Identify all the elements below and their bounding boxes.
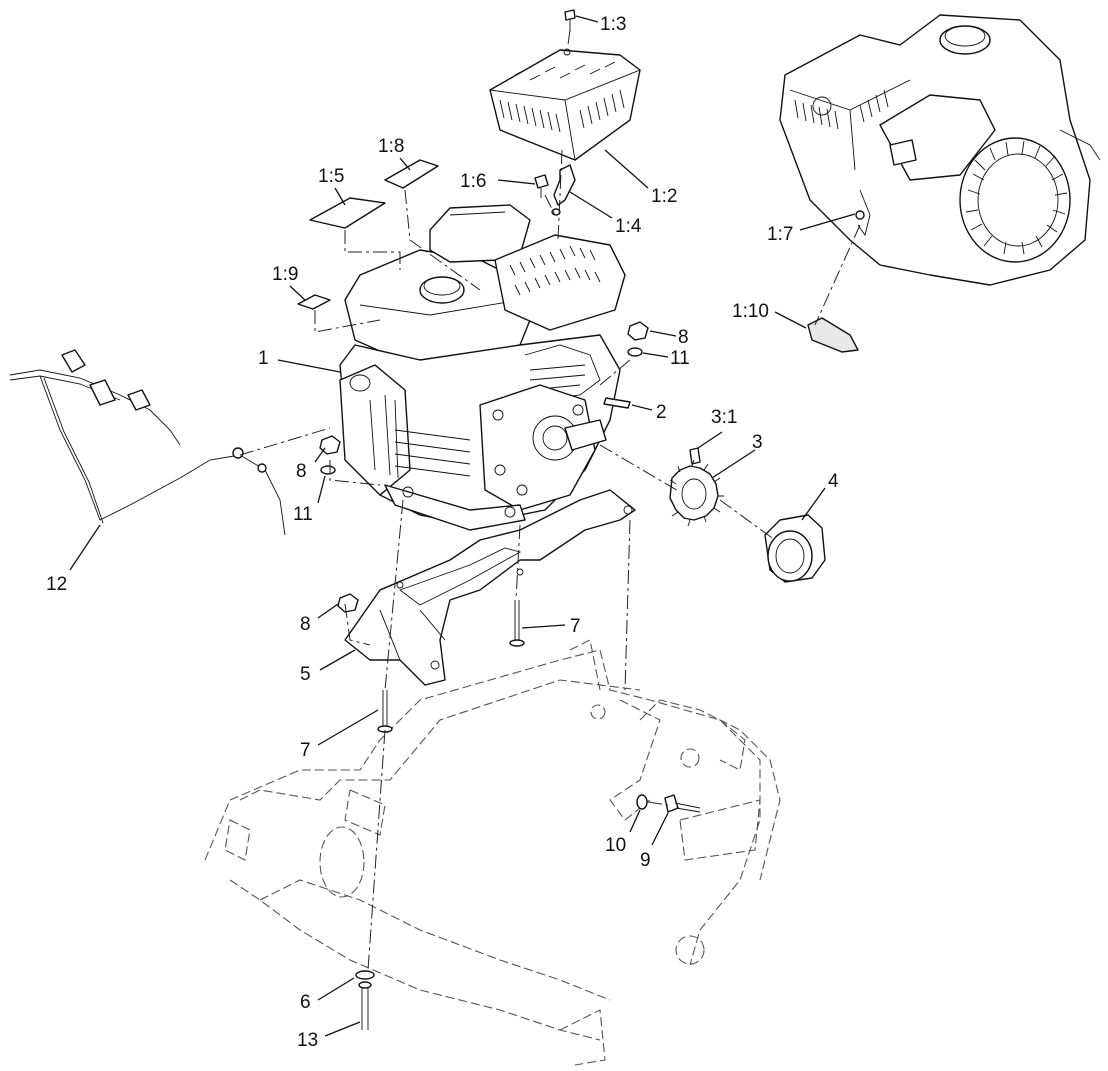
callout-1-10: 1:10: [732, 301, 769, 322]
bolt-9: [664, 794, 701, 813]
callout-1-4: 1:4: [615, 216, 642, 237]
callout-8-top: 8: [678, 327, 689, 348]
callout-13: 13: [297, 1030, 318, 1051]
nut-8-top: [627, 321, 649, 341]
decal-1-10: [807, 317, 859, 353]
inset-engine: [779, 14, 1101, 286]
bolt-7-right: [509, 600, 525, 647]
muffler-slots: [509, 245, 601, 296]
alignment-lines: [239, 29, 861, 971]
callout-9: 9: [640, 850, 651, 871]
callout-1: 1: [258, 348, 269, 369]
washer-11-top: [627, 347, 643, 357]
callout-6: 6: [300, 992, 311, 1013]
callout-3-1: 3:1: [711, 407, 737, 428]
inset-shield-slots: [794, 89, 889, 130]
bolt-7-left: [377, 690, 393, 733]
bolt-1-6: [534, 174, 549, 198]
leader-lines: [69, 15, 856, 1037]
callout-1-9: 1:9: [272, 264, 298, 285]
inset-recoil-fins: [965, 140, 1068, 255]
callout-labels: 1:3 1:2 1:4 1:6 1:8 1:5 1:9 1 8 11 2 3:1…: [46, 14, 839, 1051]
washer-10: [636, 794, 648, 810]
callout-4: 4: [828, 471, 839, 492]
callout-3: 3: [752, 432, 763, 453]
callout-7-left: 7: [300, 740, 311, 761]
decal-1-5: [309, 197, 386, 229]
callout-5: 5: [300, 664, 311, 685]
callout-8-left: 8: [296, 461, 307, 482]
callout-2: 2: [656, 402, 667, 423]
screw-1-3: [564, 9, 576, 32]
decal-1-9: [297, 294, 331, 310]
engine-assembly: [339, 204, 626, 531]
callout-12: 12: [46, 574, 67, 595]
washer-6: [355, 970, 375, 980]
washer-11-left: [320, 465, 336, 475]
heat-shield: [489, 48, 641, 161]
sprocket-3: [669, 459, 724, 527]
engine-mount-bracket: [344, 489, 636, 686]
callout-1-7: 1:7: [767, 224, 793, 245]
callout-8-bracket: 8: [300, 614, 311, 635]
nut-8-left: [319, 435, 341, 455]
heat-shield-slots: [499, 61, 625, 133]
callout-10: 10: [605, 835, 626, 856]
bolt-13: [358, 981, 372, 1030]
nut-8-bracket: [337, 593, 359, 613]
set-screw-3-1: [689, 447, 701, 465]
callout-7-right: 7: [570, 616, 581, 637]
callout-1-2: 1:2: [651, 186, 677, 207]
callout-1-3: 1:3: [600, 14, 626, 35]
key-2: [603, 397, 631, 409]
wire-harness-12: [9, 349, 286, 536]
callout-1-8: 1:8: [378, 136, 404, 157]
callout-1-6: 1:6: [460, 171, 486, 192]
coupler-4: [764, 514, 826, 583]
callout-1-5: 1:5: [318, 166, 344, 187]
callout-11-left: 11: [293, 504, 313, 525]
decal-1-8: [384, 159, 439, 189]
callout-11-top: 11: [670, 348, 690, 369]
mounting-strap-1-4: [551, 164, 576, 216]
chassis-frame-ghost: [204, 639, 781, 1066]
